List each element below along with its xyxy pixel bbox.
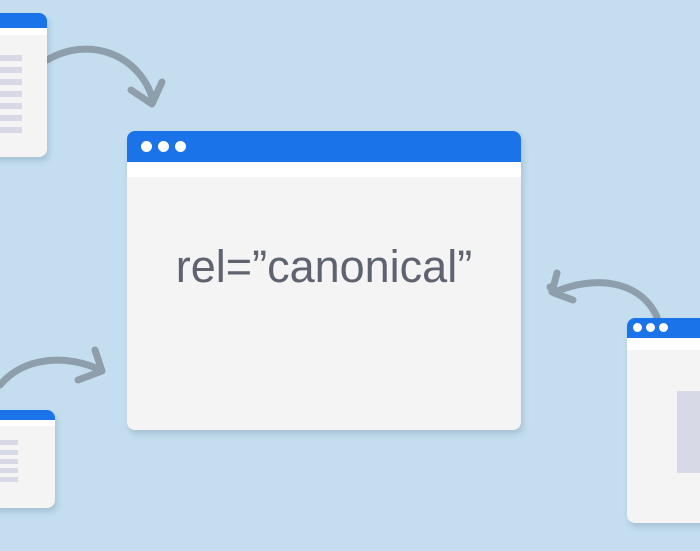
- window-dot: [646, 323, 655, 332]
- window-dot: [175, 141, 186, 152]
- canonical-window: rel=”canonical”: [127, 131, 521, 430]
- window-dot: [158, 141, 169, 152]
- window-dot: [633, 323, 642, 332]
- source-window-right: [627, 318, 700, 523]
- window-dot: [659, 323, 668, 332]
- source-window-top-left: [0, 13, 47, 157]
- arrow-bottom-left: [0, 346, 106, 389]
- arrow-right: [546, 269, 661, 321]
- canonical-label: rel=”canonical”: [175, 241, 473, 292]
- window-dot: [141, 141, 152, 152]
- source-window-bottom-left: [0, 410, 55, 508]
- arrow-top-left: [43, 45, 166, 108]
- image-placeholder: [677, 391, 700, 473]
